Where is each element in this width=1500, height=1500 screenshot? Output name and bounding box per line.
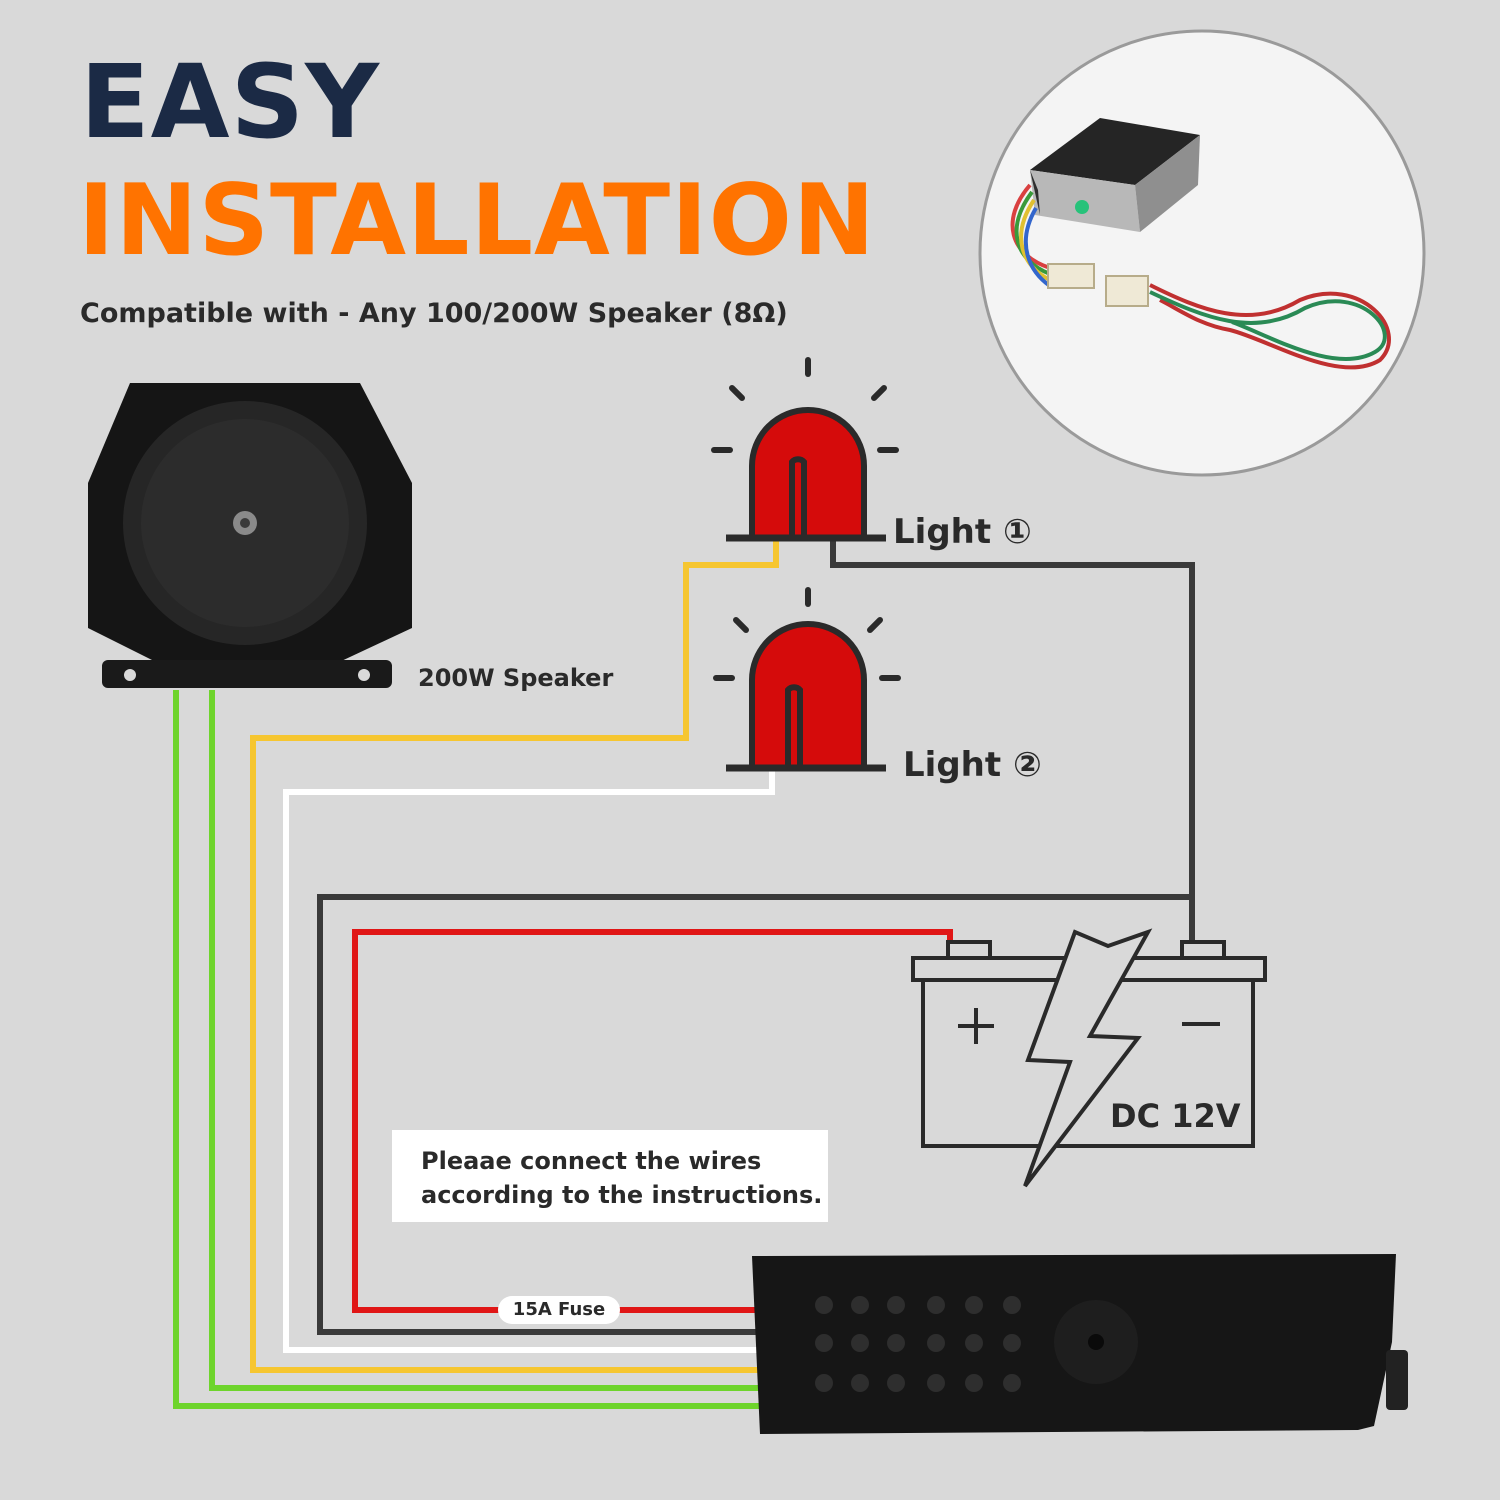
title-line-2: INSTALLATION — [78, 164, 876, 278]
red-wire-power — [355, 932, 950, 1310]
green-wire-outer — [176, 690, 760, 1406]
speaker-image — [88, 383, 412, 688]
siren-light-icon-2 — [713, 587, 901, 772]
title-line-1: EASY — [80, 43, 380, 162]
siren-amplifier-image — [752, 1254, 1408, 1434]
subtitle: Compatible with - Any 100/200W Speaker (… — [80, 298, 788, 329]
lightning-bolt-icon — [1023, 928, 1153, 1188]
light-2-label: Light ② — [903, 745, 1042, 785]
battery-label: DC 12V — [1110, 1097, 1241, 1135]
amplifier-photo — [978, 29, 1426, 477]
instruction-note-line-2: according to the instructions. — [421, 1181, 823, 1209]
fuse-label: 15A Fuse — [498, 1296, 620, 1324]
light-1-label: Light ① — [893, 512, 1032, 552]
siren-light-icon-1 — [711, 357, 899, 542]
instruction-note: Pleaae connect the wires according to th… — [392, 1130, 828, 1222]
instruction-note-line-1: Pleaae connect the wires — [421, 1147, 762, 1175]
white-wire — [286, 770, 772, 1350]
speaker-label: 200W Speaker — [418, 664, 614, 692]
